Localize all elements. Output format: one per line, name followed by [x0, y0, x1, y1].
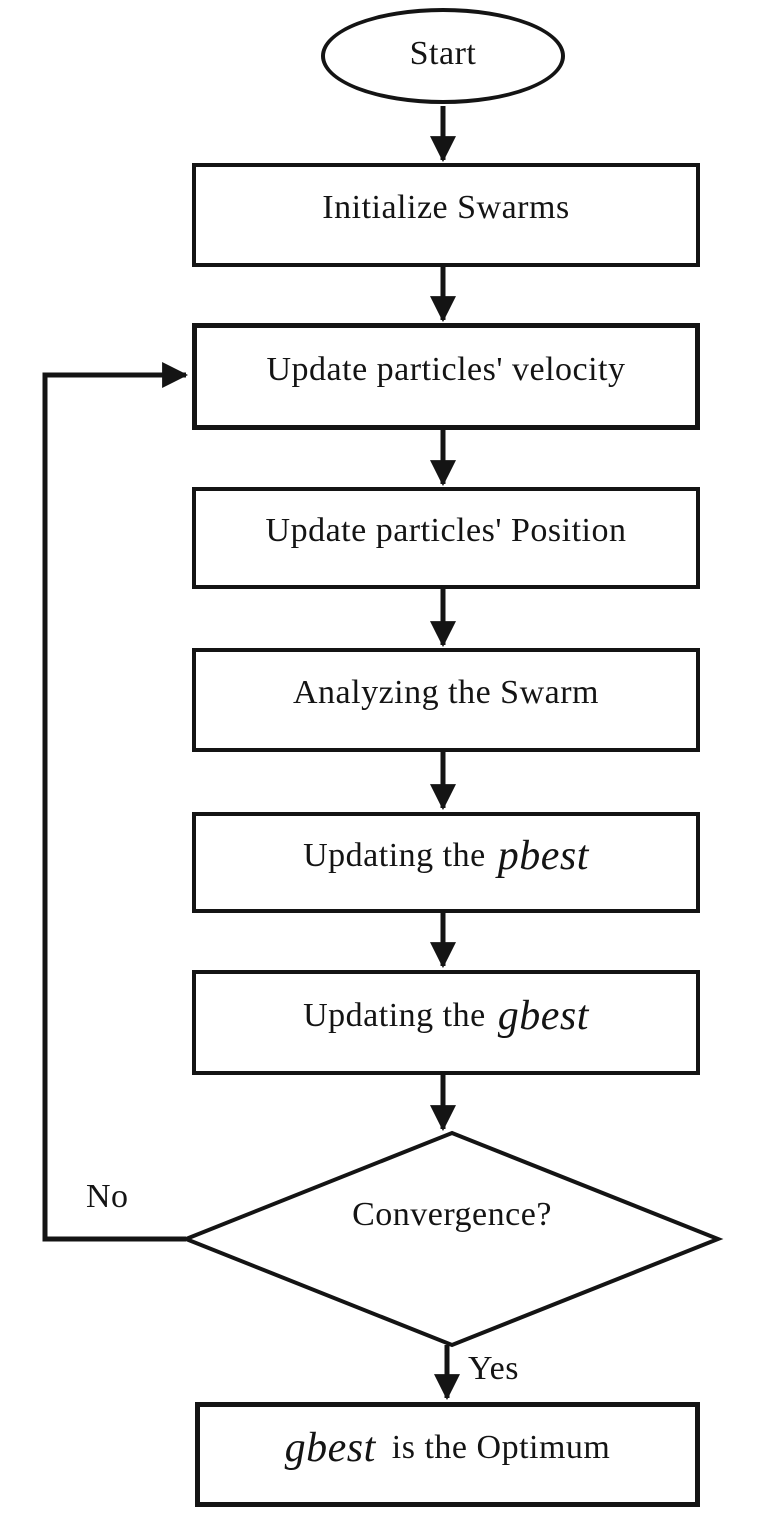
- decision-convergence-label: Convergence?: [352, 1196, 552, 1233]
- node-start: Start: [321, 8, 565, 104]
- node-analyzing-swarm-label: Analyzing the Swarm: [293, 674, 599, 711]
- optimum-gbest-term: gbest: [284, 1424, 376, 1471]
- gbest-term: gbest: [497, 992, 589, 1039]
- branch-no-label: No: [86, 1178, 129, 1215]
- node-analyzing-swarm: Analyzing the Swarm: [192, 648, 700, 752]
- node-gbest-optimum-label: is the Optimum: [391, 1428, 611, 1466]
- edge-no-loop: [42, 362, 189, 1242]
- node-initialize-swarms: Initialize Swarms: [192, 163, 700, 267]
- pbest-term: pbest: [497, 832, 589, 879]
- node-update-position-label: Update particles' Position: [265, 512, 627, 549]
- node-start-label: Start: [409, 35, 477, 72]
- node-update-position: Update particles' Position: [192, 487, 700, 589]
- node-updating-pbest: Updating the pbest: [192, 812, 700, 913]
- node-gbest-optimum: gbest is the Optimum: [195, 1402, 700, 1507]
- node-updating-pbest-label: Updating the: [303, 836, 486, 874]
- branch-yes-label: Yes: [468, 1350, 519, 1387]
- node-updating-gbest: Updating the gbest: [192, 970, 700, 1075]
- node-initialize-swarms-label: Initialize Swarms: [322, 189, 570, 226]
- node-update-velocity-label: Update particles' velocity: [266, 350, 626, 388]
- decision-diamond-shape: [180, 1130, 724, 1348]
- node-update-velocity: Update particles' velocity: [192, 323, 700, 430]
- node-updating-gbest-label: Updating the: [303, 996, 486, 1034]
